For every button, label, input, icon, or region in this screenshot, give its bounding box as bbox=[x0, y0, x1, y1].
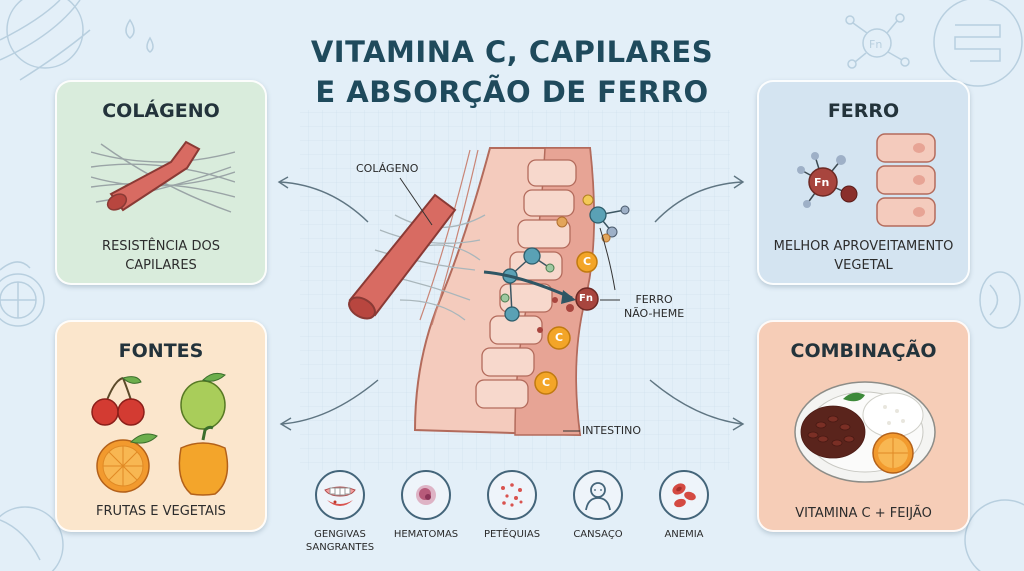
symptom-anemia: ANEMIA bbox=[639, 470, 729, 541]
symptom-petequias-label: PETÉQUIAS bbox=[483, 529, 541, 540]
card-ferro-text: MELHOR APROVEITAMENTO VEGETAL bbox=[763, 237, 964, 275]
bleeding-gums-icon bbox=[324, 486, 356, 506]
acerola-icon bbox=[91, 376, 145, 426]
symptom-anemia-label: ANEMIA bbox=[664, 529, 704, 540]
card-fontes-title: FONTES bbox=[118, 340, 204, 362]
symptom-gengivas-label-line1: GENGIVAS bbox=[314, 529, 366, 540]
label-ferro-nao-heme: FERRO NÃO-HEME bbox=[624, 293, 684, 321]
card-fontes-text: FRUTAS E VEGETAIS bbox=[96, 504, 226, 519]
card-colageno-text-line2: CAPILARES bbox=[125, 258, 197, 273]
orange-slice-icon bbox=[872, 432, 914, 474]
card-fontes: FONTES FRUTAS E VEGETAIS bbox=[55, 320, 267, 532]
svg-text:Fn: Fn bbox=[869, 38, 882, 51]
pepper-icon bbox=[178, 425, 229, 496]
card-colageno-title: COLÁGENO bbox=[102, 100, 220, 122]
card-combinacao-text: VITAMINA C + FEIJÃO bbox=[795, 506, 932, 521]
rice-icon bbox=[862, 392, 924, 438]
vitamin-c-molecules bbox=[534, 251, 598, 395]
card-colageno: COLÁGENO RESISTÊNCIA DOS CAPILARES bbox=[55, 80, 267, 285]
iron-non-heme-molecule bbox=[575, 287, 599, 311]
symptom-gengivas-label-line2: SANGRANTES bbox=[305, 542, 375, 553]
beans-icon bbox=[800, 405, 866, 459]
fn-molecule-icon: Fn bbox=[845, 13, 910, 69]
iron-molecule-cells-icon: Fn bbox=[797, 133, 936, 227]
water-drop-icon bbox=[125, 18, 154, 53]
card-ferro: FERRO Fn MELHOR APROVEITAMENTO VEGETAL bbox=[757, 80, 970, 285]
vitamin-c-symbol: C bbox=[555, 331, 564, 344]
red-blood-cells-icon bbox=[672, 483, 696, 508]
molecules bbox=[500, 194, 630, 333]
blood-vessel bbox=[348, 193, 457, 320]
card-combinacao-title: COMBINAÇÃO bbox=[790, 340, 937, 362]
petechiae-icon bbox=[501, 483, 523, 507]
label-intestino: INTESTINO bbox=[582, 424, 641, 437]
bruise-icon bbox=[416, 485, 436, 505]
bean-icon bbox=[964, 271, 1024, 571]
label-colageno: COLÁGENO bbox=[356, 162, 419, 175]
rice-beans-plate-icon bbox=[794, 381, 936, 483]
page-title: VITAMINA C, CAPILARES E ABSORÇÃO DE FERR… bbox=[250, 32, 774, 112]
fruit-slice-icon bbox=[0, 261, 45, 327]
symptom-petequias: PETÉQUIAS bbox=[467, 470, 557, 541]
fruits-vegetables-icon bbox=[91, 372, 229, 496]
connector-arrows bbox=[277, 175, 745, 431]
svg-text:Fn: Fn bbox=[814, 176, 829, 189]
intestine-icon bbox=[933, 0, 1023, 87]
card-ferro-text-line1: MELHOR APROVEITAMENTO bbox=[773, 239, 954, 254]
title-line-2: E ABSORÇÃO DE FERRO bbox=[315, 75, 709, 109]
intestine-villi bbox=[475, 159, 577, 409]
orange-icon bbox=[96, 433, 158, 493]
card-colageno-text-line1: RESISTÊNCIA DOS bbox=[102, 239, 220, 254]
collagen-vessel-icon bbox=[91, 140, 235, 213]
vitamin-c-symbol: C bbox=[542, 376, 551, 389]
vessel-sketch-icon bbox=[0, 0, 91, 81]
symptom-hematomas-label: HEMATOMAS bbox=[393, 529, 459, 540]
card-ferro-text-line2: VEGETAL bbox=[834, 258, 893, 273]
card-colageno-text: RESISTÊNCIA DOS CAPILARES bbox=[61, 237, 261, 275]
symptom-cansaco: CANSAÇO bbox=[553, 470, 643, 541]
card-combinacao: COMBINAÇÃO VITAMINA C + FEIJÃO bbox=[757, 320, 970, 532]
card-ferro-title: FERRO bbox=[827, 100, 900, 122]
tired-person-icon bbox=[585, 482, 611, 511]
corner-sketch-icon bbox=[0, 506, 64, 571]
guava-icon bbox=[180, 372, 226, 430]
symptom-cansaco-label: CANSAÇO bbox=[573, 529, 623, 540]
symptom-gengivas: GENGIVAS SANGRANTES bbox=[295, 470, 385, 554]
label-ferro-line1: FERRO bbox=[635, 293, 673, 306]
symptom-hematomas: HEMATOMAS bbox=[381, 470, 471, 541]
label-ferro-line2: NÃO-HEME bbox=[624, 307, 685, 320]
title-line-1: VITAMINA C, CAPILARES bbox=[310, 35, 714, 69]
fn-symbol: Fn bbox=[579, 293, 593, 304]
vitamin-c-symbol: C bbox=[583, 255, 592, 268]
